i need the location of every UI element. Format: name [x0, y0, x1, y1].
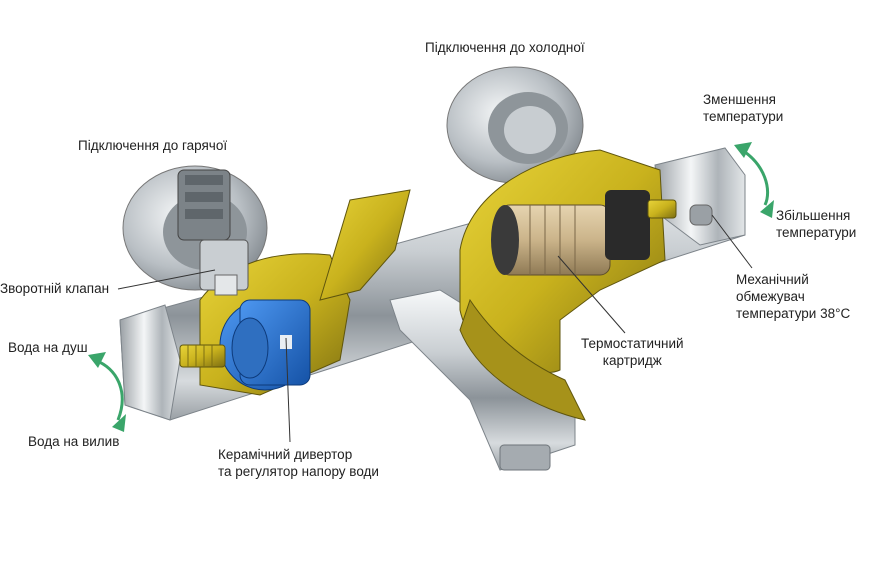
temperature-adjust-arrow — [734, 142, 774, 218]
brass-spindle-left — [179, 344, 226, 368]
label-hot-connection: Підключення до гарячої — [78, 138, 228, 153]
label-check-valve: Зворотній клапан — [0, 281, 110, 296]
label-temp-decrease: Зменшення температури — [703, 92, 784, 124]
label-ceramic-diverter: Керамічний дивертор та регулятор напору … — [218, 447, 379, 479]
leader-check-valve — [117, 269, 216, 290]
label-shower-water: Вода на душ — [8, 340, 88, 355]
leader-ceramic-diverter — [285, 337, 291, 443]
label-mech-limiter: Механічний обмежувач температури 38°C — [736, 272, 851, 321]
leader-lines — [117, 214, 753, 443]
check-valve — [177, 169, 249, 296]
leader-thermo-cartridge — [557, 255, 626, 334]
label-thermo-cartridge: Термостатичний картридж — [581, 336, 684, 368]
ceramic-diverter — [219, 299, 311, 391]
leader-mech-limiter — [711, 214, 753, 269]
thermostatic-cartridge — [491, 190, 677, 276]
diverter-arrow — [88, 352, 126, 432]
cold-connection-disc — [446, 66, 584, 184]
label-cold-connection: Підключення до холодної — [425, 40, 585, 55]
label-temp-increase: Збільшення температури — [776, 208, 857, 240]
label-spout-water: Вода на вилив — [28, 434, 120, 449]
